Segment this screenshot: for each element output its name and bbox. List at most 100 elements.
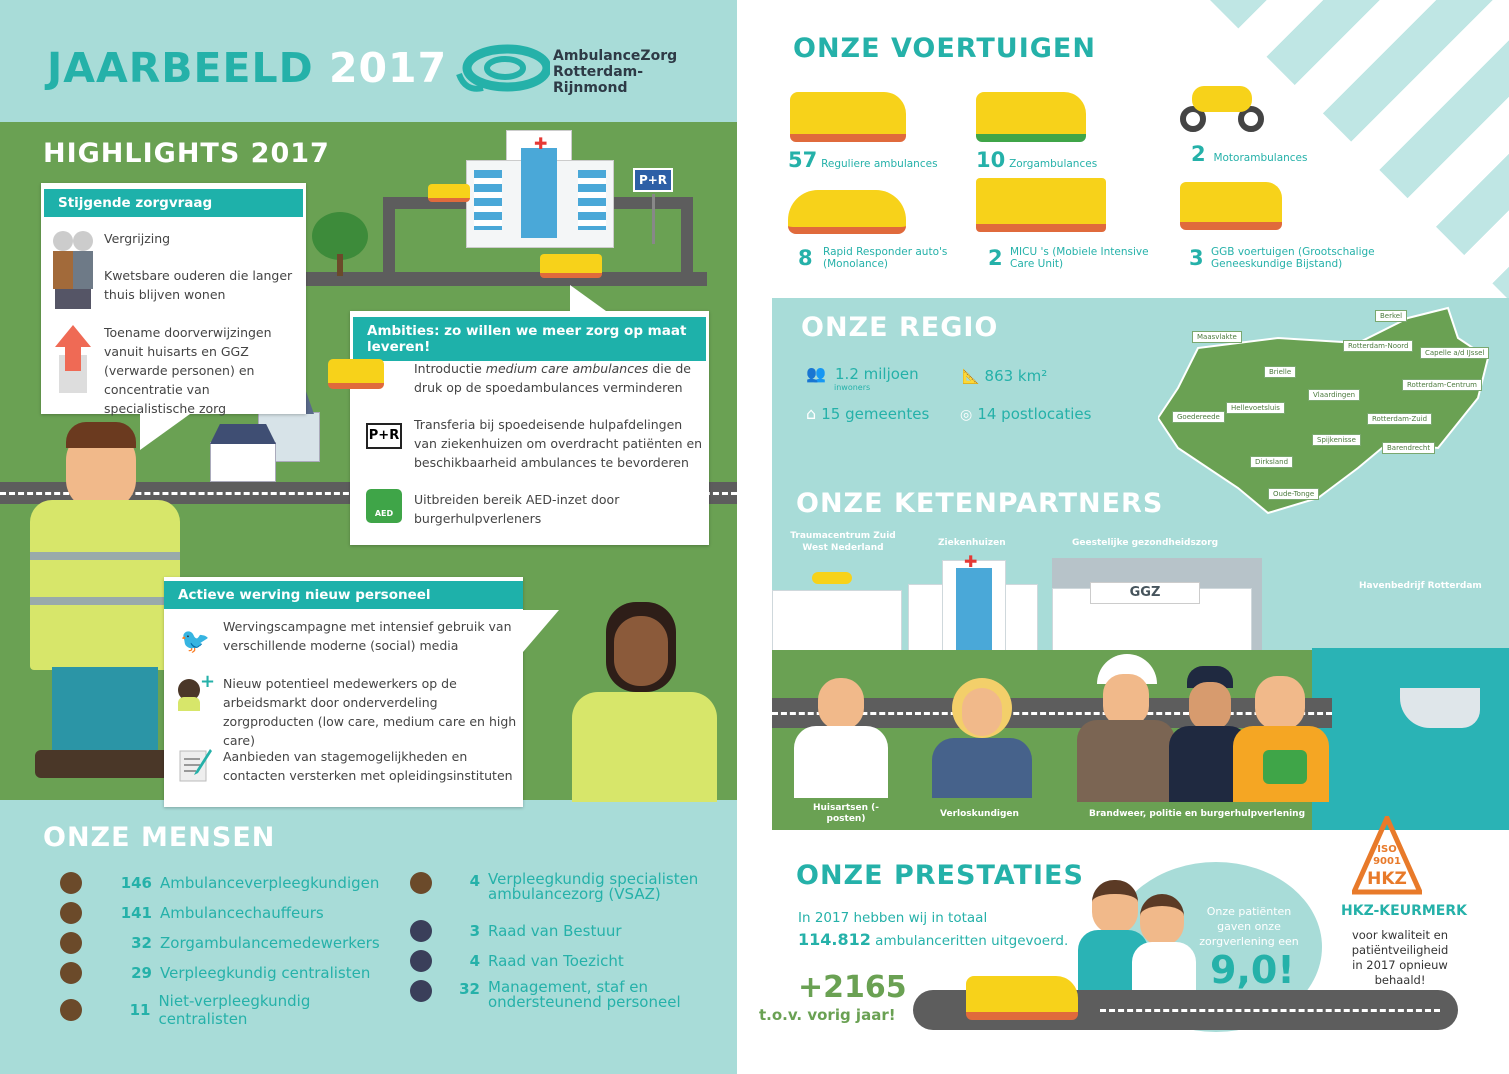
elderly-couple-icon bbox=[53, 231, 95, 309]
patients-illustration bbox=[1078, 880, 1196, 1010]
map-label: Brielle bbox=[1264, 366, 1297, 378]
page-title: JAARBEELD 2017 bbox=[47, 44, 448, 92]
location-logo-icon: ◎ bbox=[960, 407, 973, 423]
ship-icon bbox=[1400, 688, 1480, 728]
card-title: Stijgende zorgvraag bbox=[44, 189, 303, 217]
add-employee-icon: + bbox=[178, 671, 215, 711]
vehicle-stat: 2 bbox=[988, 246, 1003, 270]
motorcycle-icon bbox=[1178, 78, 1268, 134]
manager-icon bbox=[410, 980, 432, 1002]
people-icon: 👥 bbox=[806, 364, 826, 383]
speech-tail bbox=[523, 610, 559, 652]
hkz-badge-mid: 9001 bbox=[1373, 856, 1401, 867]
map-label: Rotterdam-Zuid bbox=[1367, 413, 1433, 425]
referral-up-arrow-icon bbox=[55, 325, 91, 393]
stat-gemeentes: ⌂ 15 gemeentes bbox=[806, 404, 930, 423]
brand-logo: AmbulanceZorg Rotterdam-Rijnmond bbox=[455, 38, 715, 98]
aed-icon: AED bbox=[366, 489, 402, 523]
vehicle-stat: 57 Reguliere ambulances bbox=[788, 148, 938, 172]
right-panel: ONZE VOERTUIGEN 57 Reguliere ambulances … bbox=[759, 0, 1509, 1074]
ambulance-icon bbox=[428, 184, 470, 202]
care-ambulance-icon bbox=[976, 92, 1086, 142]
card-werving: Actieve werving nieuw personeel 🐦 Wervin… bbox=[164, 577, 523, 807]
emergency-services-illustration bbox=[1077, 654, 1332, 802]
headset-icon bbox=[60, 999, 82, 1021]
ketenpartners-title: ONZE KETENPARTNERS bbox=[796, 488, 1164, 519]
paramedic-man-illustration bbox=[30, 422, 190, 782]
rapid-responder-icon bbox=[788, 190, 906, 234]
harbour-water bbox=[1312, 648, 1509, 830]
road bbox=[305, 272, 707, 286]
voertuigen-title: ONZE VOERTUIGEN bbox=[793, 33, 1096, 64]
park-and-ride-sign: P+R bbox=[633, 168, 673, 192]
ruler-icon: 📐 bbox=[962, 369, 980, 385]
card-title: Actieve werving nieuw personeel bbox=[164, 581, 523, 609]
speech-tail bbox=[570, 285, 606, 311]
vehicle-stat: 10 Zorgambulances bbox=[976, 148, 1098, 172]
map-label: Hellevoetsluis bbox=[1226, 402, 1285, 414]
ambulance-icon bbox=[790, 92, 906, 142]
mensen-title: ONZE MENSEN bbox=[43, 822, 276, 853]
map-label: Spijkenisse bbox=[1312, 434, 1361, 446]
logo-icon bbox=[456, 44, 550, 92]
regio-title: ONZE REGIO bbox=[801, 312, 999, 343]
micu-truck-icon bbox=[976, 178, 1106, 232]
ambulance-icon bbox=[540, 254, 602, 278]
map-label: Goedereede bbox=[1172, 411, 1225, 423]
board-member-icon bbox=[410, 920, 432, 942]
map-label: Dirksland bbox=[1250, 456, 1294, 468]
map-label: Vlaardingen bbox=[1308, 389, 1361, 401]
speech-tail bbox=[140, 414, 190, 450]
dispatcher-icon bbox=[60, 962, 82, 984]
map-label: Capelle a/d IJssel bbox=[1420, 347, 1490, 359]
vehicle-stat: 3 bbox=[1189, 246, 1204, 270]
hospital-icon: ✚ bbox=[466, 130, 614, 248]
internship-form-icon bbox=[179, 749, 212, 782]
midwife-illustration bbox=[932, 678, 1032, 798]
nurse-icon bbox=[60, 872, 82, 894]
ggb-vehicle-icon bbox=[1180, 182, 1282, 230]
ambulance-icon bbox=[966, 976, 1078, 1020]
vehicle-stat: 2 Motorambulances bbox=[1191, 142, 1308, 166]
stat-postlocaties: ◎ 14 postlocaties bbox=[960, 405, 1092, 423]
card-ambities: Ambities: zo willen we meer zorg op maat… bbox=[328, 311, 709, 545]
house-icon: ⌂ bbox=[806, 404, 817, 423]
park-and-ride-icon: P+R bbox=[366, 423, 402, 449]
care-worker-icon bbox=[60, 932, 82, 954]
map-label: Oude-Tonge bbox=[1268, 488, 1320, 500]
highlights-title: HIGHLIGHTS 2017 bbox=[43, 138, 330, 169]
doctor-illustration bbox=[794, 678, 888, 798]
aed-icon bbox=[1263, 750, 1307, 784]
left-panel: JAARBEELD 2017 AmbulanceZorg Rotterdam-R… bbox=[0, 0, 737, 1074]
regio-panel: ONZE REGIO 👥 1.2 miljoen inwoners 📐 863 … bbox=[772, 298, 1509, 830]
card-zorgvraag: Stijgende zorgvraag Vergrijzing Kwetsbar… bbox=[41, 183, 306, 416]
stat-inwoners: 👥 1.2 miljoen inwoners bbox=[806, 364, 919, 392]
hkz-badge-top: ISO bbox=[1377, 844, 1396, 855]
delta-value: +2165 bbox=[798, 970, 907, 1005]
helicopter-icon bbox=[812, 572, 852, 584]
twitter-icon: 🐦 bbox=[180, 627, 210, 655]
stat-area: 📐 863 km² bbox=[962, 367, 1048, 385]
map-label: Rotterdam-Noord bbox=[1343, 340, 1414, 352]
red-cross-icon: ✚ bbox=[964, 552, 978, 571]
prestaties-title: ONZE PRESTATIES bbox=[796, 860, 1084, 891]
vehicle-stat: 8 bbox=[798, 246, 813, 270]
map-label: Berkel bbox=[1375, 310, 1408, 322]
hkz-badge-bot: HKZ bbox=[1367, 869, 1407, 889]
supervisor-icon bbox=[410, 950, 432, 972]
map-label: Rotterdam-Centrum bbox=[1402, 379, 1482, 391]
driver-icon bbox=[60, 902, 82, 924]
ambulance-icon bbox=[328, 359, 384, 389]
map-label: Maasvlakte bbox=[1192, 331, 1242, 343]
rating-value: 9,0! bbox=[1210, 948, 1295, 992]
ggz-sign: GGZ bbox=[1090, 582, 1200, 604]
card-title: Ambities: zo willen we meer zorg op maat… bbox=[353, 317, 706, 361]
